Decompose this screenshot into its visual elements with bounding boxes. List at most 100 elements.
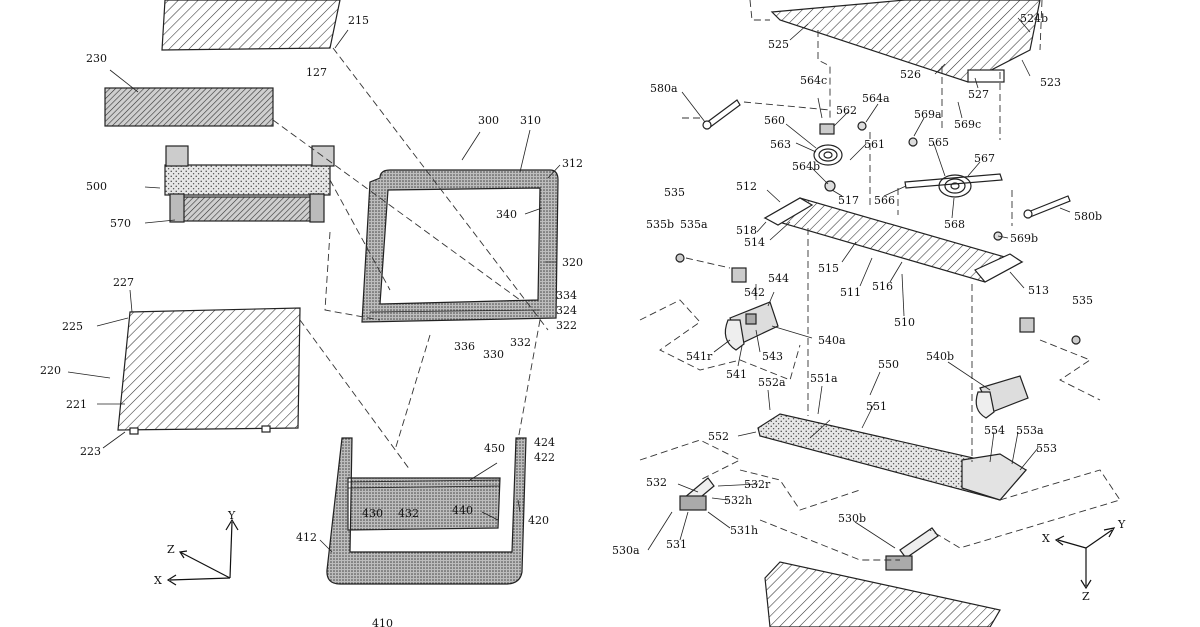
pin-580b [1023,195,1071,219]
plate-510 [763,197,1024,283]
label-527: 527 [968,88,989,101]
label-524b: 524b [1020,12,1048,25]
label-531: 531 [666,538,687,551]
label-220: 220 [40,364,61,377]
label-580b: 580b [1074,210,1102,223]
label-526: 526 [900,68,921,81]
label-324: 324 [556,304,577,317]
label-312: 312 [562,157,583,170]
label-514: 514 [744,236,765,249]
label-223: 223 [80,445,101,458]
clip-530b [885,527,939,571]
label-570: 570 [110,217,131,230]
axis-indicator-left: Y Z X [154,509,239,587]
label-561: 561 [864,138,885,151]
frame-300 [361,169,559,323]
label-564b: 564b [792,160,820,173]
label-530b: 530b [838,512,866,525]
label-332: 332 [510,336,531,349]
label-334: 334 [556,289,577,302]
panel-220 [117,307,301,431]
display-230 [104,87,274,127]
label-568: 568 [944,218,965,231]
label-310: 310 [520,114,541,127]
label-532r: 532r [744,478,771,491]
label-322: 322 [556,319,577,332]
bracket-540b [975,375,1029,419]
cover-520 [770,0,1041,83]
label-511: 511 [840,286,861,299]
label-340: 340 [496,208,517,221]
pin-580a [702,99,741,130]
label-532: 532 [646,476,667,489]
label-553a: 553a [1016,424,1044,437]
label-569a: 569a [914,108,942,121]
label-551a: 551a [810,372,838,385]
label-541r: 541r [686,350,713,363]
frame-400 [326,437,527,585]
bushing-535-right [1019,317,1035,333]
axis-x-right: X [1042,532,1050,545]
label-552: 552 [708,430,729,443]
label-551: 551 [866,400,887,413]
label-336: 336 [454,340,475,353]
label-569c: 569c [954,118,981,131]
label-564a: 564a [862,92,890,105]
label-215: 215 [348,14,369,27]
label-531h: 531h [730,524,758,537]
label-517: 517 [838,194,859,207]
label-512: 512 [736,180,757,193]
label-540b: 540b [926,350,954,363]
label-515: 515 [818,262,839,275]
label-560: 560 [764,114,785,127]
label-541: 541 [726,368,747,381]
label-430: 430 [362,507,383,520]
cover-bottom [764,561,1001,627]
label-532h: 532h [724,494,752,507]
label-300: 300 [478,114,499,127]
label-525: 525 [768,38,789,51]
label-225: 225 [62,320,83,333]
label-552a: 552a [758,376,786,389]
label-563: 563 [770,138,791,151]
bushing-535a [731,267,747,283]
label-562: 562 [836,104,857,117]
label-510: 510 [894,316,915,329]
axis-x-left: X [154,574,162,587]
axis-z-left: Z [167,543,175,556]
label-432: 432 [398,507,419,520]
label-516: 516 [872,280,893,293]
label-440: 440 [452,504,473,517]
module-500 [164,145,335,223]
label-565: 565 [928,136,949,149]
label-553: 553 [1036,442,1057,455]
label-523: 523 [1040,76,1061,89]
label-330: 330 [483,348,504,361]
clip-530a [679,477,715,511]
base-550 [757,413,1028,501]
label-535b: 535b [646,218,674,231]
label-566: 566 [874,194,895,207]
label-422: 422 [534,451,555,464]
label-450: 450 [484,442,505,455]
label-513: 513 [1028,284,1049,297]
label-550: 550 [878,358,899,371]
label-540a: 540a [818,334,846,347]
label-564c: 564c [800,74,827,87]
label-543: 543 [762,350,783,363]
axis-y-left: Y [227,509,236,522]
label-554: 554 [984,424,1005,437]
axis-indicator-right: X Y Z [1042,518,1126,603]
bracket-540a [724,301,779,351]
label-535-right: 535 [1072,294,1093,307]
label-580a: 580a [650,82,678,95]
label-320: 320 [562,256,583,269]
label-535a: 535a [680,218,708,231]
label-221: 221 [66,398,87,411]
label-544: 544 [768,272,789,285]
label-230: 230 [86,52,107,65]
axis-z-right: Z [1082,590,1090,603]
label-420: 420 [528,514,549,527]
spring-565 [904,137,1003,241]
